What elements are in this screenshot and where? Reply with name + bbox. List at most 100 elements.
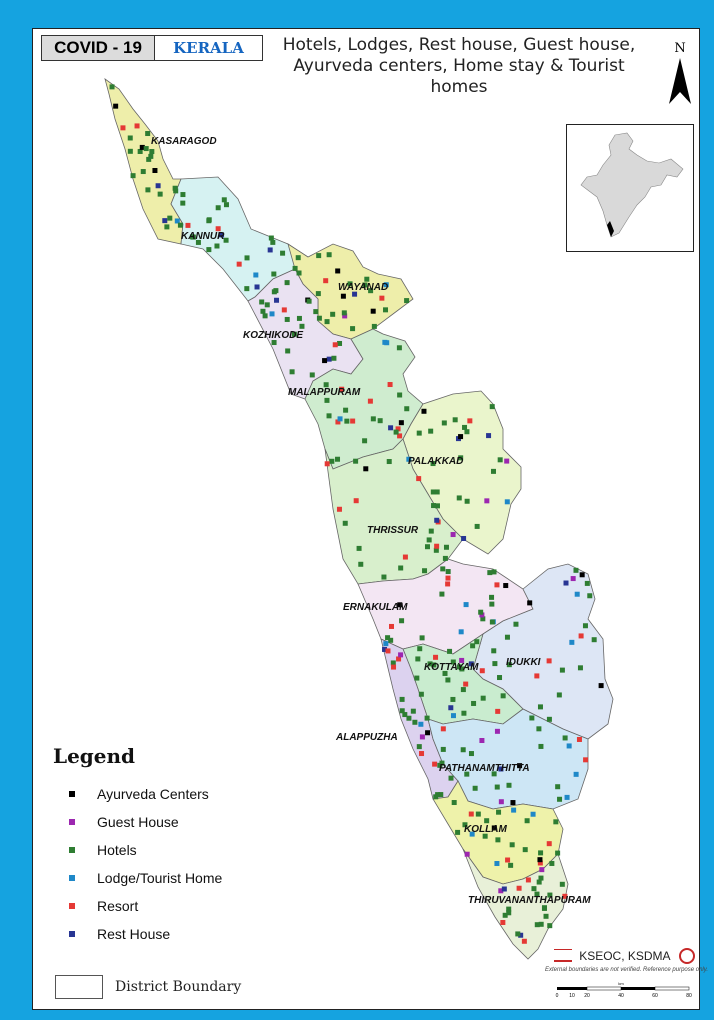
facility-marker <box>573 567 579 573</box>
facility-marker <box>362 282 368 288</box>
district-label-kasaragod: KASARAGOD <box>151 136 217 147</box>
facility-marker <box>323 382 329 388</box>
facility-marker <box>270 239 276 245</box>
facility-marker <box>438 792 444 798</box>
facility-marker <box>236 261 242 267</box>
district-label-kottayam: KOTTAYAM <box>424 662 479 673</box>
facility-marker <box>428 528 434 534</box>
facility-marker <box>155 183 161 189</box>
boundary-swatch <box>55 975 103 999</box>
facility-marker <box>271 340 277 346</box>
facility-marker <box>435 792 441 798</box>
facility-marker <box>332 342 338 348</box>
legend-swatch-ayurveda <box>69 791 75 797</box>
district-label-thrissur: THRISSUR <box>367 525 419 536</box>
facility-marker <box>316 253 322 259</box>
facility-marker <box>412 719 418 725</box>
facility-marker <box>536 879 542 885</box>
north-arrow: N <box>665 41 695 111</box>
facility-marker <box>443 544 449 550</box>
facility-marker <box>431 503 437 509</box>
facility-marker <box>598 683 604 689</box>
facility-marker <box>399 618 405 624</box>
legend-swatch-hotels <box>69 847 75 853</box>
facility-marker <box>393 429 399 435</box>
facility-marker <box>219 232 225 238</box>
india-inset-map <box>566 124 694 252</box>
facility-marker <box>531 886 537 892</box>
facility-marker <box>285 348 291 354</box>
facility-marker <box>419 751 425 757</box>
facility-marker <box>137 148 143 154</box>
facility-marker <box>557 796 563 802</box>
facility-marker <box>448 705 454 711</box>
facility-marker <box>148 153 154 159</box>
legend-swatch-lodge <box>69 875 75 881</box>
scale-unit: km <box>618 981 624 986</box>
facility-marker <box>489 404 495 410</box>
facility-marker <box>358 561 364 567</box>
facility-marker <box>555 784 561 790</box>
facility-marker <box>284 280 290 286</box>
district-pathanamthitta <box>427 708 589 810</box>
facility-marker <box>431 662 437 668</box>
facility-marker <box>271 271 277 277</box>
facility-marker <box>509 842 515 848</box>
facility-marker <box>399 696 405 702</box>
facility-marker <box>406 715 412 721</box>
facility-marker <box>504 499 510 505</box>
district-label-wayanad: WAYANAD <box>338 282 388 293</box>
facility-marker <box>440 746 446 752</box>
facility-marker <box>120 125 126 131</box>
map-title-line-2: Ayurveda centers, Home stay & Tourist ho… <box>293 56 625 97</box>
facility-marker <box>529 715 535 721</box>
legend-label: Hotels <box>97 842 137 858</box>
legend-item-ayurveda: Ayurveda Centers <box>53 780 283 808</box>
facility-marker <box>406 456 412 462</box>
map-title-line-1: Hotels, Lodges, Rest house, Guest house, <box>282 35 636 55</box>
facility-marker <box>468 751 474 757</box>
facility-marker <box>573 771 579 777</box>
facility-marker <box>339 386 345 392</box>
facility-marker <box>506 782 512 788</box>
facility-marker <box>430 461 436 467</box>
facility-marker <box>331 355 337 361</box>
facility-marker <box>479 738 485 744</box>
facility-marker <box>284 316 290 322</box>
facility-marker <box>546 658 552 664</box>
facility-marker <box>244 255 250 261</box>
facility-marker <box>434 489 440 495</box>
facility-marker <box>260 308 266 314</box>
facility-marker <box>562 735 568 741</box>
legend-label: Lodge/Tourist Home <box>97 870 223 886</box>
facility-marker <box>517 763 523 769</box>
facility-marker <box>432 761 438 767</box>
facility-marker <box>139 144 145 150</box>
facility-marker <box>388 637 394 643</box>
facility-marker <box>467 418 473 424</box>
facility-marker <box>152 167 158 173</box>
facility-marker <box>424 715 430 721</box>
facility-marker <box>326 252 332 258</box>
facility-marker <box>340 293 346 299</box>
facility-marker <box>574 591 580 597</box>
facility-marker <box>364 276 370 282</box>
facility-marker <box>315 291 321 297</box>
facility-marker <box>491 648 497 654</box>
facility-marker <box>402 554 408 560</box>
facility-marker <box>489 601 495 607</box>
facility-marker <box>491 825 497 831</box>
facility-marker <box>430 489 436 495</box>
facility-marker <box>462 424 468 430</box>
facility-marker <box>527 600 533 606</box>
facility-marker <box>157 191 163 197</box>
facility-marker <box>458 455 464 461</box>
facility-marker <box>537 704 543 710</box>
facility-marker <box>350 326 356 332</box>
facility-marker <box>480 695 486 701</box>
facility-marker <box>521 938 527 944</box>
facility-marker <box>421 408 427 414</box>
facility-marker <box>464 771 470 777</box>
legend-label: Guest House <box>97 814 179 830</box>
facility-marker <box>518 932 524 938</box>
